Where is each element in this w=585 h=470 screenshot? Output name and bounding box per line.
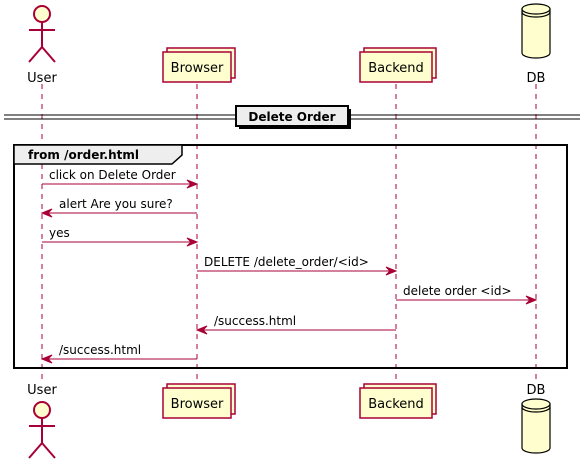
message-label: delete order <id> xyxy=(403,284,512,298)
message-label: yes xyxy=(49,226,70,240)
participant-box-backend-top xyxy=(359,51,433,83)
participant-box-backend-bottom xyxy=(359,387,433,419)
message-arrowhead xyxy=(40,208,53,218)
actor-leg-left-bottom xyxy=(28,442,43,459)
database-ring-top xyxy=(521,11,551,18)
actor-head-bottom xyxy=(33,401,51,419)
participant-label-user-top: User xyxy=(27,71,57,86)
actor-leg-right-top xyxy=(41,46,56,63)
message-arrowhead xyxy=(186,179,199,189)
message-arrowhead xyxy=(525,295,538,305)
divider-label: Delete Order xyxy=(248,110,335,124)
actor-leg-right-bottom xyxy=(41,442,56,459)
participant-label-db-bottom: DB xyxy=(527,383,546,398)
message-label: DELETE /delete_order/<id> xyxy=(204,255,369,269)
database-top-bottom xyxy=(521,398,551,410)
message-arrowhead xyxy=(195,325,208,335)
actor-head-top xyxy=(33,5,51,23)
participant-label-db-top: DB xyxy=(527,71,546,86)
participant-label-backend-top: Backend xyxy=(368,61,424,76)
participant-label-backend-bottom: Backend xyxy=(368,397,424,412)
message-label: /success.html xyxy=(59,343,141,357)
participant-label-browser-bottom: Browser xyxy=(171,397,224,412)
message-label: /success.html xyxy=(214,314,296,328)
database-body-top xyxy=(521,8,551,59)
message-label: click on Delete Order xyxy=(49,168,176,182)
group-label: from /order.html xyxy=(28,148,139,162)
message-arrowhead xyxy=(186,237,199,247)
participant-label-browser-top: Browser xyxy=(171,61,224,76)
message-arrowhead xyxy=(40,354,53,364)
participant-box-browser-top xyxy=(162,51,232,83)
group-frame xyxy=(13,144,568,369)
message-arrowhead xyxy=(385,266,398,276)
group-label-tab xyxy=(13,144,183,165)
actor-leg-left-top xyxy=(28,46,43,63)
database-ring-bottom xyxy=(521,406,551,413)
participant-box-browser-bottom xyxy=(162,387,232,419)
database-body-bottom xyxy=(521,403,551,454)
message-label: alert Are you sure? xyxy=(59,197,173,211)
database-top-top xyxy=(521,3,551,15)
divider-label-box xyxy=(235,105,349,127)
participant-label-user-bottom: User xyxy=(27,383,57,398)
